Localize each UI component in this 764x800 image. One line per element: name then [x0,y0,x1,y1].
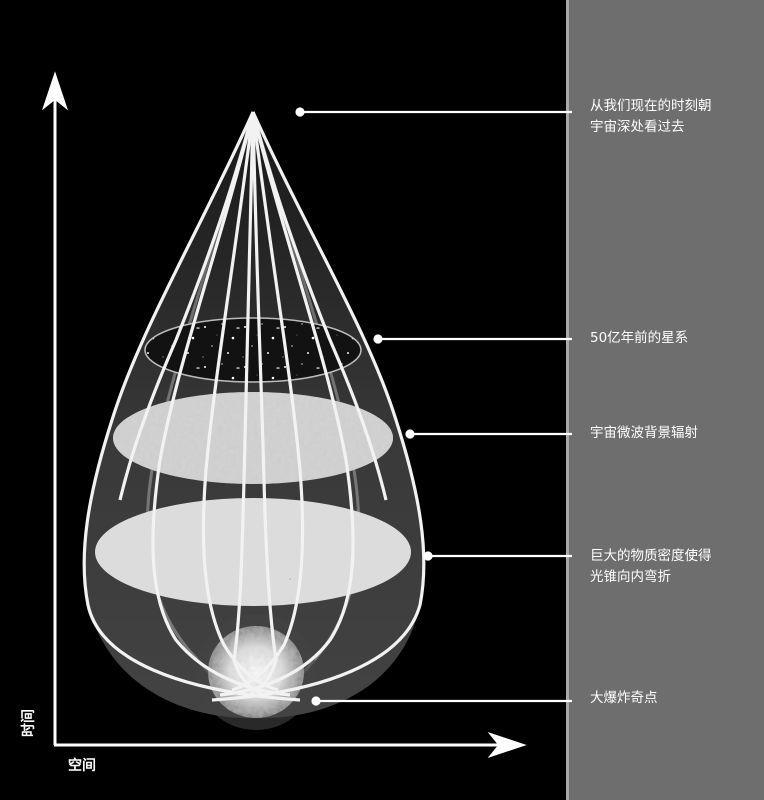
label-cmb: 宇宙微波背景辐射 [590,425,698,441]
label-dense-matter: 巨大的物质密度使得 光锥向内弯折 [590,548,712,585]
galaxy-disk [144,317,362,383]
label-galaxies: 50亿年前的星系 [590,330,689,346]
space-axis-label: 空间 [68,758,96,774]
cone-front-lines [82,111,426,702]
leader-lines [295,107,572,706]
time-axis-arrow-icon [41,71,69,111]
label-present-lookback: 从我们现在的时刻朝 宇宙深处看过去 [590,98,712,135]
time-axis-label: 时间 [21,709,37,737]
label-big-bang: 大爆炸奇点 [590,690,658,706]
dense-matter-disk [95,498,411,606]
label-panel [566,0,764,800]
axes [41,71,527,759]
space-axis-arrow-icon [487,731,527,759]
cmb-disk [113,392,393,484]
